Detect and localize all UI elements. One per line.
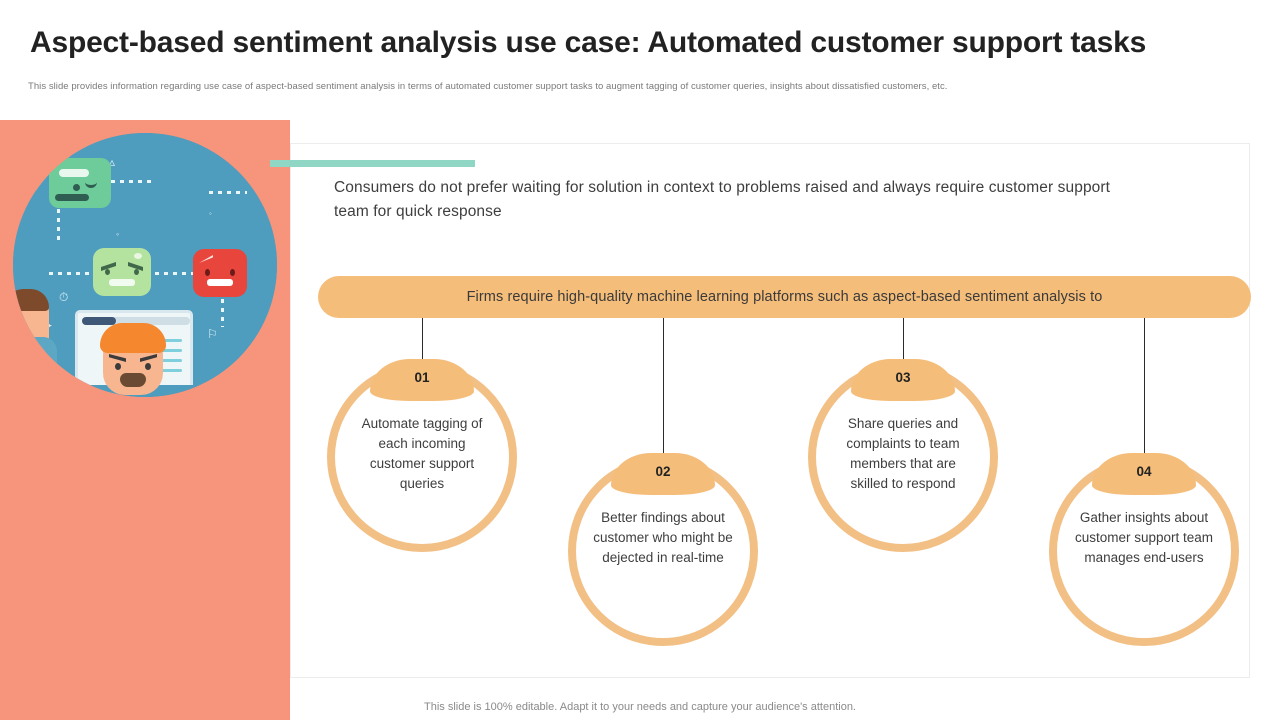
node-circle-01[interactable]: 01 Automate tagging of each incoming cus… — [327, 359, 517, 552]
node-circle-04[interactable]: 04 Gather insights about customer suppor… — [1049, 453, 1239, 646]
footer-note: This slide is 100% editable. Adapt it to… — [424, 701, 856, 713]
node-text: Gather insights about customer support t… — [1074, 510, 1214, 565]
support-agent-profile-icon — [13, 289, 57, 377]
node-number: 03 — [895, 370, 911, 385]
node-number: 01 — [414, 370, 430, 385]
green-neutral-emoji-icon — [93, 248, 151, 296]
dotted-connector-icon — [221, 299, 224, 327]
dot-icon: ◦ — [116, 229, 120, 239]
dot-icon: ◦ — [209, 209, 212, 218]
teal-accent-bar — [270, 160, 475, 167]
node-text: Automate tagging of each incoming custom… — [361, 416, 483, 491]
dotted-connector-icon — [49, 272, 91, 275]
lead-paragraph: Consumers do not prefer waiting for solu… — [334, 179, 1111, 221]
node-number-cap — [851, 359, 955, 401]
node-number: 02 — [655, 464, 671, 479]
dotted-connector-icon — [209, 191, 247, 194]
connector-line-04 — [1144, 318, 1145, 460]
sentiment-analysis-illustration: ▵ ✦ ◦ ◦ ⏱ ⚐ — [13, 133, 277, 397]
node-circle-02[interactable]: 02 Better findings about customer who mi… — [568, 453, 758, 646]
node-number: 04 — [1136, 464, 1152, 479]
requirement-banner-label: Firms require high-quality machine learn… — [466, 289, 1103, 305]
node-circle-03[interactable]: 03 Share queries and complaints to team … — [808, 359, 998, 552]
page-subtitle: This slide provides information regardin… — [28, 81, 948, 92]
node-number-cap — [611, 453, 715, 495]
node-number-cap — [370, 359, 474, 401]
connector-line-01 — [422, 318, 423, 366]
angry-customer-icon — [100, 323, 166, 395]
dotted-connector-icon — [111, 180, 153, 183]
red-angry-emoji-icon — [193, 249, 247, 297]
green-chat-bubble-icon — [49, 158, 111, 208]
dotted-connector-icon — [155, 272, 195, 275]
connector-line-02 — [663, 318, 664, 460]
node-number-cap — [1092, 453, 1196, 495]
dotted-connector-icon — [57, 209, 60, 243]
message-pin-icon: ⚐ — [207, 327, 218, 341]
clock-icon: ⏱ — [59, 290, 69, 304]
page-title: Aspect-based sentiment analysis use case… — [30, 26, 1147, 59]
requirement-banner: Firms require high-quality machine learn… — [318, 276, 1251, 318]
connector-line-03 — [903, 318, 904, 366]
node-text: Better findings about customer who might… — [593, 510, 733, 565]
node-text: Share queries and complaints to team mem… — [846, 416, 960, 491]
sparkle-icon: ▵ — [109, 155, 116, 169]
